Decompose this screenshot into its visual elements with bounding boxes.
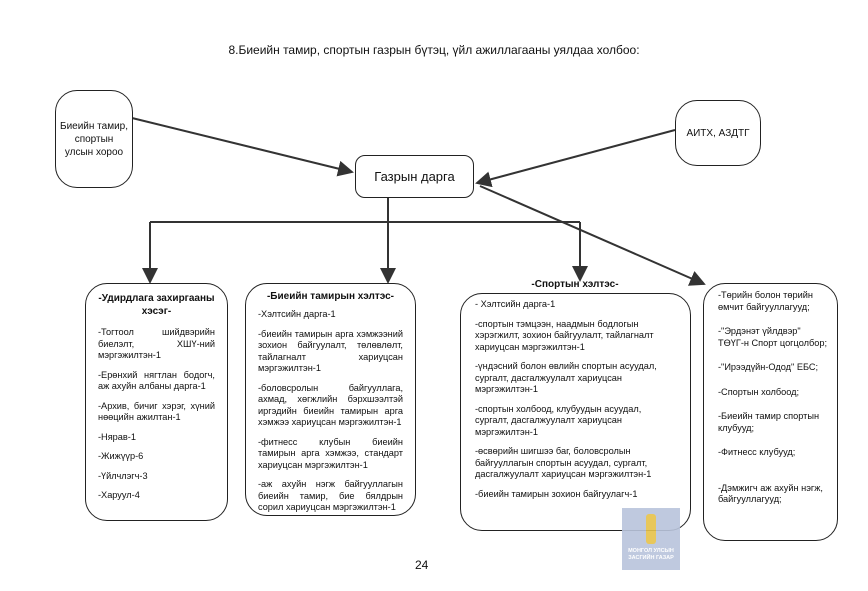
list-item: -өсвөрийн шигшээ баг, боловсролын байгуу…: [475, 446, 652, 479]
list-item: -Жижүүр-6: [98, 451, 144, 461]
page-title: 8.Биеийн тамир, спортын газрын бүтэц, үй…: [228, 43, 640, 57]
director-label: Газрын дарга: [374, 169, 455, 184]
list-item: -Спортын холбоод;: [718, 386, 800, 397]
sports-unit-box: - Хэлтсийн дарга-1 -спортын тэмцээн, наа…: [460, 293, 691, 531]
list-item: -фитнесс клубын биеийн тамирын арга хэмж…: [258, 436, 403, 470]
list-item: -үндэсний болон өвлийн спортын асуудал, …: [475, 361, 657, 394]
list-item: -Төрийн болон төрийн өмчит байгууллагууд…: [718, 290, 813, 312]
page-number: 24: [415, 558, 429, 572]
list-item: -спортын холбоод, клубуудын асуудал, сур…: [475, 403, 642, 437]
government-logo: МОНГОЛ УЛСЫН ЗАСГИЙН ГАЗАР: [622, 508, 680, 570]
director-box: Газрын дарга: [355, 155, 474, 198]
partner-agencies-box: АИТХ, АЗДТГ: [675, 100, 761, 166]
list-item: -"Ирээдүйн-Одод" ЕБС;: [718, 362, 819, 372]
list-item: -Архив, бичиг хэрэг, хүний нөөцийн ажилт…: [98, 400, 215, 423]
list-item: -Фитнесс клубууд;: [718, 447, 796, 457]
list-item: -Тогтоол шийдвэрийн биелэлт, ХШҮ-ний мэр…: [98, 327, 215, 360]
logo-caption: МОНГОЛ УЛСЫН ЗАСГИЙН ГАЗАР: [628, 548, 674, 561]
list-item: -Дэмжигч аж ахуйн нэгж, байгууллагууд;: [718, 482, 823, 505]
list-item: -боловсролын байгууллага, ахмад, хөгжлий…: [258, 382, 403, 428]
list-item: -Үйлчлэгч-3: [98, 470, 148, 481]
admin-unit-box: -Удирдлага захиргааны хэсэг- -Тогтоол ши…: [85, 283, 228, 521]
sports-committee-box: Биеийн тамир, спортын улсын хороо: [55, 90, 133, 188]
list-item: - Хэлтсийн дарга-1: [475, 299, 556, 309]
sports-committee-label: Биеийн тамир, спортын улсын хороо: [60, 120, 129, 158]
list-item: -Харуул-4: [98, 490, 140, 500]
list-item: -биеийн тамирын арга хэмжээний зохион ба…: [258, 328, 403, 374]
physical-education-unit-box: -Биеийн тамирын хэлтэс- -Хэлтсийн дарга-…: [245, 283, 416, 516]
list-item: -Ерөнхий нягтлан бодогч, аж ахуйн албаны…: [98, 369, 215, 392]
list-item: -спортын тэмцээн, наадмын бодлогын хэрэг…: [475, 318, 654, 352]
partner-agencies-label: АИТХ, АЗДТГ: [686, 127, 750, 139]
list-item: -аж ахуйн нэгж байгууллагын биеийн тамир…: [258, 479, 403, 512]
list-item: -Нярав-1: [98, 431, 136, 442]
list-item: -"Эрдэнэт үйлдвэр" ТӨҮГ-н Спорт цогцолбо…: [718, 326, 827, 348]
unit-heading: -Биеийн тамирын хэлтэс-: [266, 291, 395, 302]
list-item: -биеийн тамирын зохион байгуулагч-1: [475, 488, 638, 499]
unit-heading: -Удирдлага захиргааны хэсэг-: [98, 293, 215, 317]
partner-organizations-box: -Төрийн болон төрийн өмчит байгууллагууд…: [703, 283, 838, 541]
unit-heading: -Спортын хэлтэс-: [531, 279, 619, 290]
list-item: -Хэлтсийн дарга-1: [258, 309, 336, 319]
soyombo-icon: [646, 514, 656, 544]
list-item: -Биеийн тамир спортын клубууд;: [718, 411, 820, 433]
